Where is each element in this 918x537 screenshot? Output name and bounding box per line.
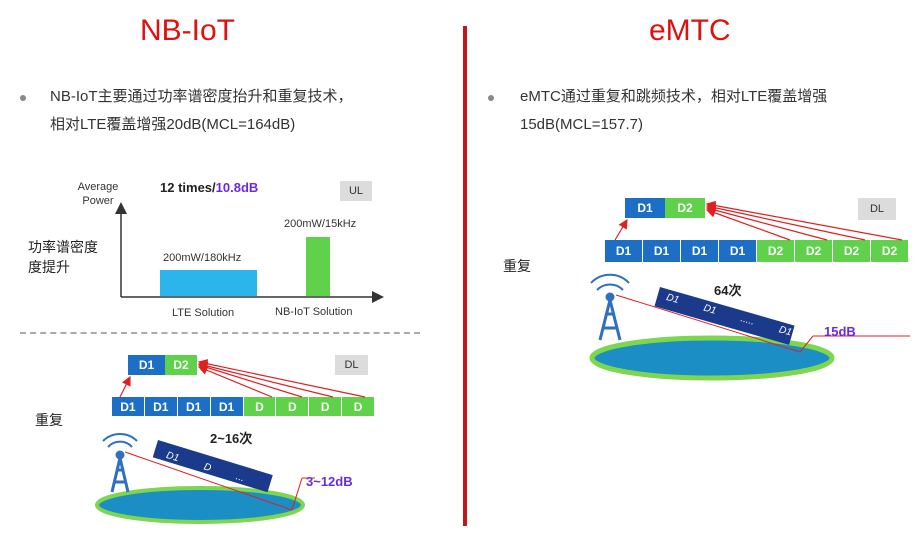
ul-tag: UL [340, 181, 372, 201]
bullet-dot-icon [20, 95, 26, 101]
emtc-gain: 15dB [824, 324, 856, 339]
strip-block: D1 [144, 397, 178, 416]
emtc-title: eMTC [649, 14, 731, 47]
y-axis-label-line1: Average [77, 181, 119, 193]
power-headline-highlight: 10.8dB [215, 180, 259, 195]
strip-block: D [276, 397, 310, 416]
nbiot-dl-tag: DL [335, 355, 368, 375]
strip-block: D1 [177, 397, 211, 416]
strip-block: D [342, 397, 374, 416]
emtc-dl-tag: DL [858, 198, 896, 220]
nbiot-gain: 3~12dB [306, 474, 353, 489]
nbiot-x-label: NB-IoT Solution [275, 306, 353, 318]
lte-bar [160, 270, 257, 296]
nbiot-title: NB-IoT [140, 14, 236, 47]
strip-block: D2 [871, 240, 908, 262]
power-side-label: 功率谱密度 度提升 [28, 237, 98, 277]
emtc-repeat-strip: D1 D1 D1 D1 D2 D2 D2 D2 [605, 240, 908, 262]
strip-block: D1 [112, 397, 145, 416]
nbiot-repeat-count: 2~16次 [210, 431, 253, 446]
nbiot-repeat-side-label: 重复 [35, 412, 63, 428]
nbiot-bullet-line1: NB-IoT主要通过功率谱密度抬升和重复技术， [50, 88, 353, 105]
strip-block: D2 [795, 240, 833, 262]
lte-x-label: LTE Solution [172, 307, 235, 319]
strip-block: D1 [681, 240, 719, 262]
strip-block: D2 [757, 240, 795, 262]
emtc-top-block-d1: D1 [625, 198, 665, 218]
y-axis-label-line2: Power [82, 195, 114, 207]
nbiot-tower-icon [102, 432, 138, 493]
nbiot-bullet-line2: 相对LTE覆盖增强20dB(MCL=164dB) [50, 116, 296, 133]
power-side-label-line1: 功率谱密度 [28, 239, 98, 255]
bullet-dot-icon [488, 95, 494, 101]
beam-label: D [202, 461, 213, 475]
nbiot-power-label: 200mW/15kHz [284, 218, 357, 230]
strip-block: D [309, 397, 343, 416]
emtc-bullet-line1: eMTC通过重复和跳频技术，相对LTE覆盖增强 [520, 88, 828, 105]
power-axes [115, 202, 384, 303]
strip-block: D1 [605, 240, 643, 262]
emtc-top-block-d2: D2 [665, 198, 705, 218]
nbiot-top-block-d1: D1 [128, 355, 165, 375]
y-axis-label: Average Power [72, 180, 124, 208]
power-headline: 12 times/10.8dB [160, 180, 258, 195]
power-side-label-line2: 度提升 [28, 259, 70, 275]
emtc-bullet-line2: 15dB(MCL=157.7) [520, 116, 643, 133]
nbiot-bar [306, 237, 330, 296]
nbiot-top-block-d2: D2 [165, 355, 197, 375]
strip-block: D1 [210, 397, 244, 416]
strip-block: D1 [719, 240, 757, 262]
emtc-tower-icon [590, 273, 630, 341]
nbiot-repeat-strip: D1 D1 D1 D1 D D D D [112, 397, 374, 416]
emtc-repeat-side-label: 重复 [503, 258, 531, 274]
lte-power-label: 200mW/180kHz [163, 252, 242, 264]
beam-label: ... [234, 471, 246, 485]
nbiot-repeat-arrows [95, 359, 366, 524]
strip-block: D2 [833, 240, 871, 262]
emtc-repeat-count: 64次 [714, 283, 742, 298]
power-headline-prefix: 12 times/ [160, 180, 216, 195]
panel-divider [463, 26, 467, 526]
emtc-repeat-arrows [589, 200, 910, 381]
section-divider [20, 332, 420, 334]
strip-block: D1 [643, 240, 681, 262]
strip-block: D [243, 397, 277, 416]
